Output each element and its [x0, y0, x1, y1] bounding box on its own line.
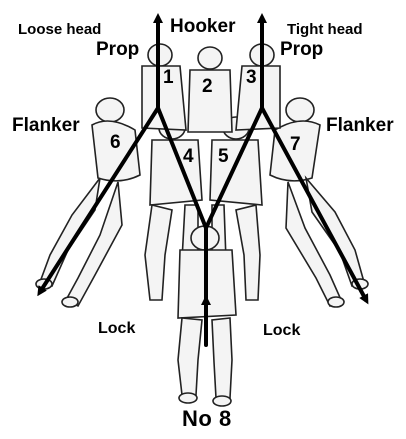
label-prop-left: Prop	[96, 40, 139, 59]
label-flanker-left: Flanker	[12, 116, 80, 135]
player-number-1: 1	[163, 67, 174, 88]
player-number-5: 5	[218, 146, 229, 167]
player-number-7: 7	[290, 134, 301, 155]
label-hooker: Hooker	[170, 17, 235, 36]
player-figures	[36, 44, 368, 406]
label-prop-right: Prop	[280, 40, 323, 59]
label-lock-left: Lock	[98, 321, 135, 337]
label-tight-head: Tight head	[287, 22, 363, 37]
player-number-3: 3	[246, 67, 257, 88]
label-number-eight: No 8	[182, 408, 232, 430]
label-lock-right: Lock	[263, 323, 300, 339]
label-flanker-right: Flanker	[326, 116, 394, 135]
label-loose-head: Loose head	[18, 22, 101, 37]
player-number-4: 4	[183, 146, 194, 167]
player-number-6: 6	[110, 132, 121, 153]
player-number-2: 2	[202, 76, 213, 97]
